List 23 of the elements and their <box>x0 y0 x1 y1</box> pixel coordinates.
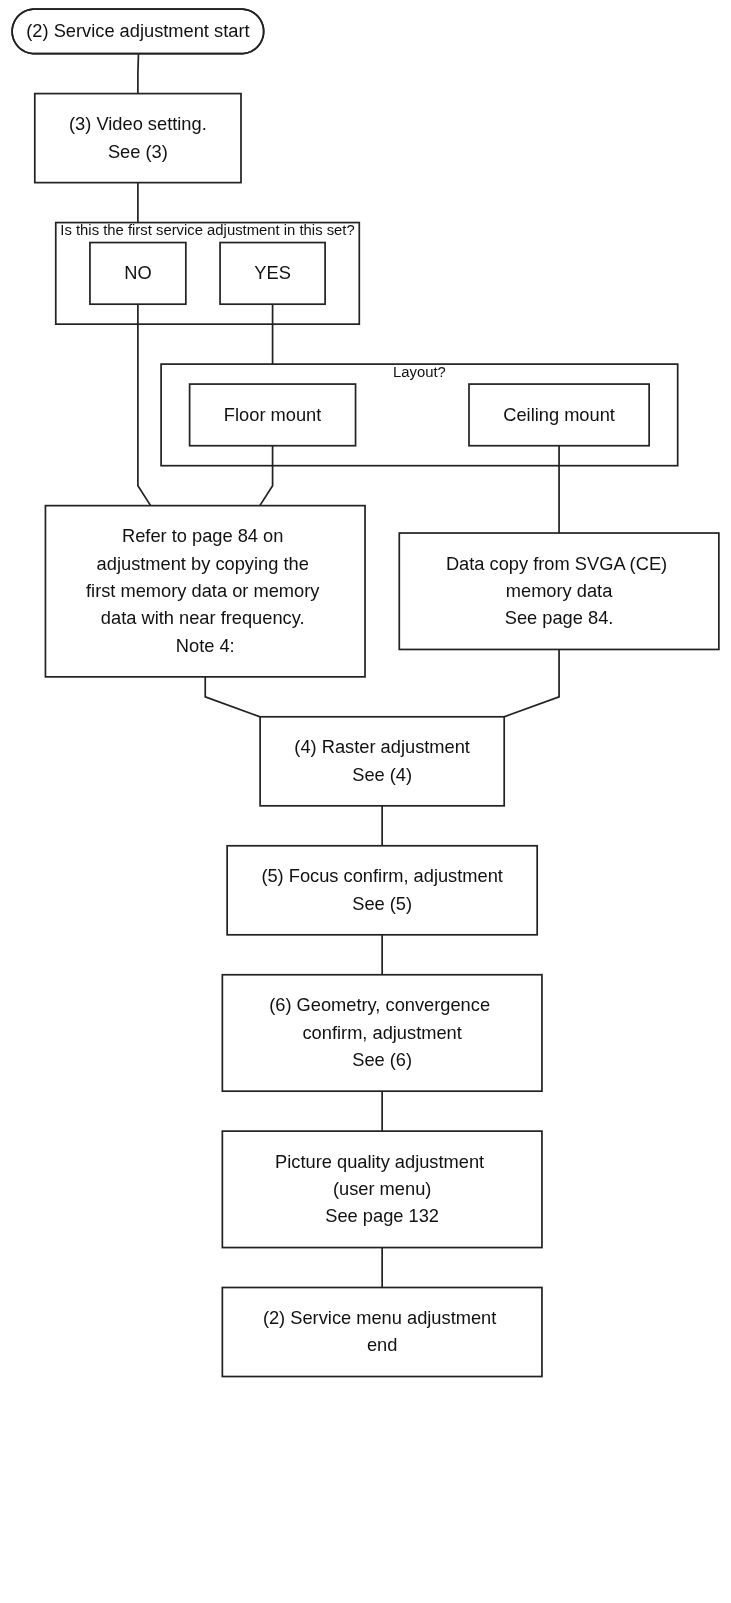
connector <box>259 444 274 507</box>
node-box: YES <box>219 241 326 306</box>
connector <box>381 1246 383 1289</box>
connector <box>381 1090 383 1132</box>
node-box: (6) Geometry, convergence confirm, adjustment See (6) <box>221 973 543 1093</box>
node-box: Picture quality adjustment (user menu) See page 132 <box>221 1130 543 1249</box>
connector <box>137 181 139 224</box>
node-box: Refer to page 84 on adjustment by copying the first memory data or memory data with near frequency. Note 4: <box>44 504 366 678</box>
connector <box>137 303 152 507</box>
node-box: (2) Service menu adjustment end <box>221 1286 543 1378</box>
node-box: Floor mount <box>188 383 357 447</box>
node-box: NO <box>89 241 187 306</box>
node-box: (4) Raster adjustment See (4) <box>259 715 506 807</box>
node-box: (5) Focus confirm, adjustment See (5) <box>226 844 539 936</box>
connector <box>137 53 140 95</box>
connector <box>204 676 261 718</box>
connector <box>558 444 560 534</box>
node-box: (3) Video setting. See (3) <box>33 92 242 184</box>
connector <box>381 804 383 847</box>
connector <box>271 303 274 365</box>
node-box: Ceiling mount <box>468 383 650 447</box>
node-box: Data copy from SVGA (CE) memory data See page 84. <box>398 532 720 651</box>
connector <box>381 933 383 976</box>
